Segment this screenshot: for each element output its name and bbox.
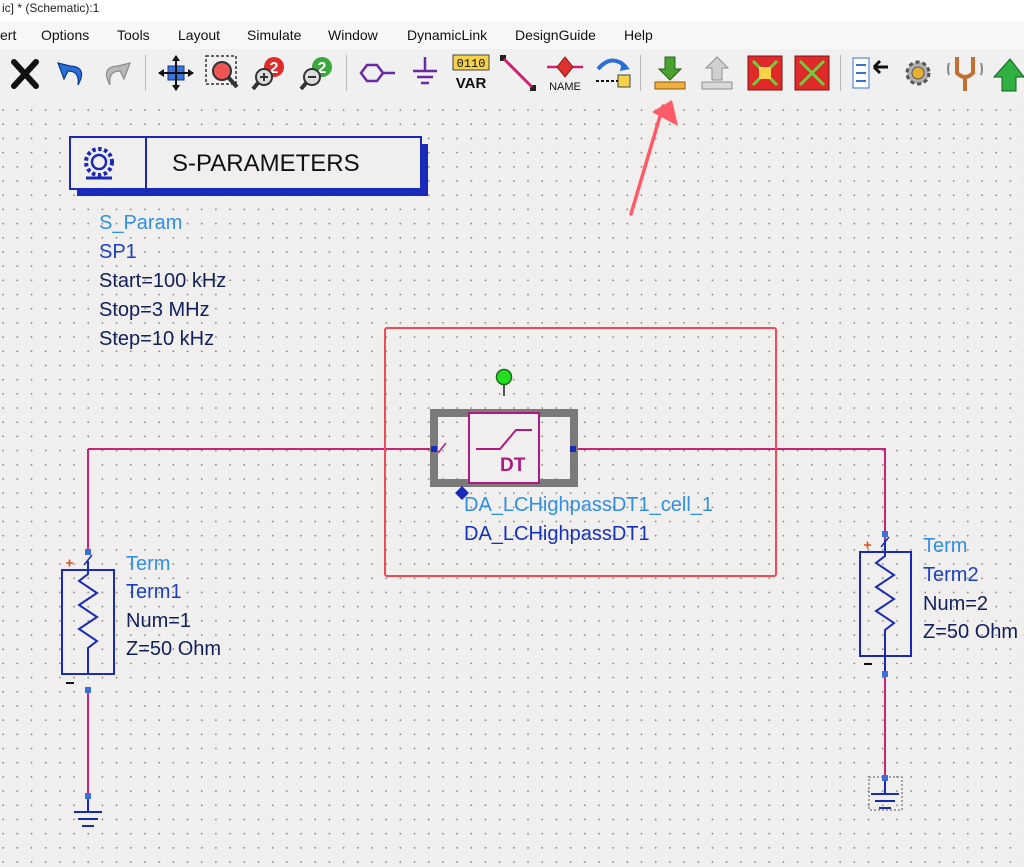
- name-icon[interactable]: NAME: [543, 53, 587, 93]
- menu-designguide[interactable]: DesignGuide: [515, 27, 596, 43]
- annotation-arrow-head: [652, 100, 678, 126]
- menu-layout[interactable]: Layout: [178, 27, 221, 43]
- design-parameters-gear-icon[interactable]: [898, 53, 938, 93]
- menu-tools[interactable]: Tools: [117, 27, 150, 43]
- toolbar-separator: [346, 55, 347, 91]
- sparam-id[interactable]: SP1: [99, 241, 137, 263]
- sparam-gear-icon: [84, 147, 114, 180]
- sparam-start[interactable]: Start=100 kHz: [99, 270, 227, 292]
- window-title: ic] * (Schematic):1: [2, 1, 100, 15]
- redo-icon[interactable]: [98, 53, 138, 93]
- toolbar: 2 2 0110 VAR NAME: [0, 49, 1024, 99]
- term1-pin-mark: [83, 554, 93, 566]
- term2-id[interactable]: Term2: [923, 564, 979, 586]
- term2-plus-sign: [864, 541, 871, 549]
- subcircuit-pin-1[interactable]: [431, 446, 437, 452]
- term2-num[interactable]: Num=2: [923, 593, 989, 615]
- annotation-arrow-shaft: [629, 104, 665, 216]
- wire-right[interactable]: [576, 448, 886, 550]
- move-icon[interactable]: [155, 53, 197, 93]
- svg-text:NAME: NAME: [549, 81, 581, 93]
- window-title-bar: ic] * (Schematic):1: [0, 0, 1024, 22]
- short-component-icon[interactable]: [792, 53, 832, 93]
- svg-text:2: 2: [270, 60, 279, 77]
- term2-pin-mark: [880, 536, 890, 548]
- term1-plus-sign: [66, 559, 73, 567]
- menu-window[interactable]: Window: [328, 27, 378, 43]
- toolbar-separator: [840, 55, 841, 91]
- term2-pin-plus[interactable]: [882, 531, 888, 537]
- zoom-area-icon[interactable]: [203, 53, 245, 93]
- ground2-pin[interactable]: [882, 775, 888, 781]
- tuning-fork-icon[interactable]: [945, 53, 985, 93]
- simulate-arrow-icon[interactable]: [990, 53, 1024, 93]
- term1-name[interactable]: Term: [126, 553, 171, 575]
- port-icon[interactable]: [355, 53, 399, 93]
- ground2-icon[interactable]: [871, 781, 899, 809]
- selection-highlight-box: [384, 327, 777, 577]
- term1-pin-minus[interactable]: [85, 687, 91, 693]
- zoom-in-icon[interactable]: 2: [250, 53, 290, 93]
- undo-icon[interactable]: [50, 53, 90, 93]
- pin1-mark: [437, 442, 447, 454]
- sparam-step[interactable]: Step=10 kHz: [99, 328, 215, 350]
- ground-icon[interactable]: [405, 53, 445, 93]
- sparam-stop[interactable]: Stop=3 MHz: [99, 299, 210, 321]
- subcircuit-pin-2[interactable]: [570, 446, 576, 452]
- term1-pin-plus[interactable]: [85, 549, 91, 555]
- dt-symbol-label: DT: [500, 455, 526, 476]
- pin-icon[interactable]: [592, 53, 634, 93]
- term2-impedance[interactable]: Z=50 Ohm: [923, 621, 1019, 643]
- zoom-out-icon[interactable]: 2: [298, 53, 338, 93]
- delete-icon[interactable]: [5, 53, 45, 93]
- term2-name[interactable]: Term: [923, 535, 968, 557]
- origin-diamond-marker: [455, 486, 469, 500]
- ground1-pin[interactable]: [85, 793, 91, 799]
- ground1-icon[interactable]: [74, 799, 102, 827]
- sparam-header: S-PARAMETERS: [172, 150, 360, 177]
- schematic-drawing: [61, 100, 912, 827]
- term1-num[interactable]: Num=1: [126, 610, 192, 632]
- green-node-marker[interactable]: [495, 368, 513, 386]
- toolbar-separator: [640, 55, 641, 91]
- svg-text:0110: 0110: [457, 57, 486, 71]
- update-symbol-icon[interactable]: [850, 53, 892, 93]
- svg-text:VAR: VAR: [456, 75, 487, 92]
- term2-resistor-icon: [874, 540, 896, 674]
- menu-simulate[interactable]: Simulate: [247, 27, 302, 43]
- sparam-box[interactable]: [69, 136, 422, 190]
- subcircuit-model-name[interactable]: DA_LCHighpassDT1: [464, 523, 650, 545]
- term1-resistor-icon: [77, 561, 99, 674]
- push-into-hierarchy-icon[interactable]: [650, 53, 690, 93]
- highpass-curve-icon: [476, 429, 532, 450]
- pop-out-hierarchy-icon[interactable]: [697, 53, 737, 93]
- svg-text:2: 2: [318, 60, 327, 77]
- wire-icon[interactable]: [498, 53, 538, 93]
- menu-insert[interactable]: ert: [0, 27, 17, 43]
- schematic-canvas[interactable]: S-PARAMETERS S_Param SP1 Start=100 kHz S…: [0, 98, 1024, 867]
- term1-id[interactable]: Term1: [126, 581, 182, 603]
- term2-pin-minus[interactable]: [882, 671, 888, 677]
- subcircuit-instance-name[interactable]: DA_LCHighpassDT1_cell_1: [464, 494, 714, 516]
- menu-options[interactable]: Options: [41, 27, 90, 43]
- deactivate-component-icon[interactable]: [745, 53, 785, 93]
- toolbar-separator: [145, 55, 146, 91]
- menu-help[interactable]: Help: [624, 27, 653, 43]
- menu-bar: ert Options Tools Layout Simulate Window…: [0, 22, 1024, 49]
- var-icon[interactable]: 0110 VAR: [450, 53, 492, 93]
- menu-dynamiclink[interactable]: DynamicLink: [407, 27, 488, 43]
- sparam-name[interactable]: S_Param: [99, 212, 183, 234]
- term1-impedance[interactable]: Z=50 Ohm: [126, 638, 222, 660]
